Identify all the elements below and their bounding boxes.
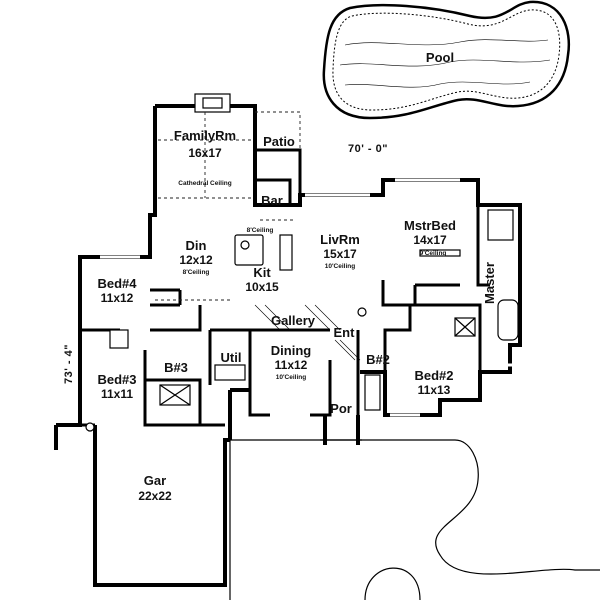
bed2-name: Bed#2 xyxy=(414,368,453,383)
dining-name: Dining xyxy=(271,343,311,358)
pool-water-line xyxy=(339,59,551,67)
ent-name: Ent xyxy=(334,325,356,340)
pool-water-line xyxy=(344,39,549,46)
livrm-name: LivRm xyxy=(320,232,360,247)
pool-label: Pool xyxy=(426,50,454,65)
gar-size: 22x22 xyxy=(138,489,172,503)
b3-name: B#3 xyxy=(164,360,188,375)
gar-name: Gar xyxy=(144,473,166,488)
dining-size: 11x12 xyxy=(275,358,308,372)
din-name: Din xyxy=(186,238,207,253)
por-name: Por xyxy=(330,401,352,416)
dining-ceiling: 10'Ceiling xyxy=(276,374,306,381)
pool: Pool xyxy=(322,0,571,120)
mstrbed-size: 14x17 xyxy=(413,233,447,247)
bed2-size: 11x13 xyxy=(418,383,451,397)
familyrm-name: FamilyRm xyxy=(174,128,236,143)
bed4-size: 11x12 xyxy=(101,291,134,305)
b2-name: B#2 xyxy=(366,352,390,367)
master-bath-name: Master xyxy=(482,262,497,304)
kit-size: 10x15 xyxy=(245,280,279,294)
bed3-size: 11x11 xyxy=(101,387,133,401)
din-size: 12x12 xyxy=(179,253,213,267)
pool-outline xyxy=(322,0,571,120)
util-name: Util xyxy=(221,350,242,365)
din-ceiling: 8'Ceiling xyxy=(183,269,210,276)
overall-depth-label: 73' - 4" xyxy=(63,344,75,384)
familyrm-ceiling: Cathedral Ceiling xyxy=(178,180,231,187)
room-labels: FamilyRm 16x17 Cathedral Ceiling Patio B… xyxy=(97,128,497,503)
livrm-ceiling: 10'Ceiling xyxy=(325,263,355,270)
kit-ceiling: 8'Ceiling xyxy=(247,227,274,234)
overall-width-label: 70' - 0" xyxy=(348,143,388,155)
patio-name: Patio xyxy=(263,134,295,149)
mstrbed-name: MstrBed xyxy=(404,218,456,233)
bed3-name: Bed#3 xyxy=(97,372,136,387)
familyrm-size: 16x17 xyxy=(188,146,222,160)
mstrbed-ceiling: 9'Ceiling xyxy=(420,250,447,257)
gallery-name: Gallery xyxy=(271,313,316,328)
pool-inner-outline xyxy=(332,9,561,111)
pool-water-line xyxy=(344,81,531,88)
fixtures xyxy=(85,111,600,600)
bar-name: Bar xyxy=(261,193,283,208)
kit-name: Kit xyxy=(253,265,271,280)
bed4-name: Bed#4 xyxy=(97,276,137,291)
livrm-size: 15x17 xyxy=(323,247,357,261)
